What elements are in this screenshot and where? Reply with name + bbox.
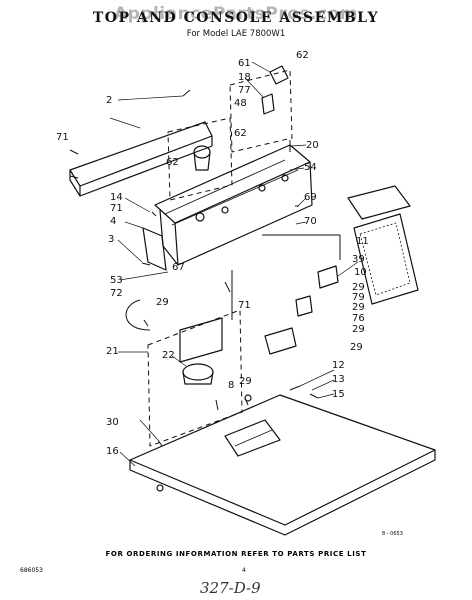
switch-upper xyxy=(317,265,339,289)
callout-label: 29 xyxy=(352,282,365,293)
callout-label: 11 xyxy=(356,236,369,247)
callout-label: 3 xyxy=(108,234,114,245)
callout-label: 62 xyxy=(234,128,247,139)
callout-label: 70 xyxy=(304,216,317,227)
washer-top xyxy=(129,394,436,526)
drawing-code: 8 - 0653 xyxy=(382,531,403,537)
callout-label: 72 xyxy=(110,288,123,299)
callout-label: 21 xyxy=(106,346,119,357)
callout-label: 12 xyxy=(332,360,345,371)
document-number: 686053 xyxy=(20,567,43,574)
callout-label: 13 xyxy=(332,374,345,385)
diagram-title: TOP AND CONSOLE ASSEMBLY xyxy=(92,10,380,26)
callout-label: 18 xyxy=(238,72,251,83)
console-window xyxy=(353,213,419,305)
handwritten-note: 327-D-9 xyxy=(200,579,261,597)
callout-label: 30 xyxy=(106,417,119,428)
callout-label: 22 xyxy=(162,350,175,361)
callout-label: 15 xyxy=(332,389,345,400)
console-cover xyxy=(347,185,411,220)
callout-label: 16 xyxy=(106,446,119,457)
callout-label: 29 xyxy=(156,297,169,308)
watermark: AppliancePartsPros.com xyxy=(113,4,358,24)
page-number: 4 xyxy=(242,567,246,574)
callout-label: 79 xyxy=(352,292,365,303)
callout-label: 29 xyxy=(239,376,252,387)
callout-label: 4 xyxy=(110,216,116,227)
callout-label: 39 xyxy=(352,254,365,265)
callout-label: 71 xyxy=(56,132,69,143)
callout-label: 10 xyxy=(354,267,367,278)
callout-label: 69 xyxy=(304,192,317,203)
callout-label: 29 xyxy=(350,342,363,353)
ordering-footer: FOR ORDERING INFORMATION REFER TO PARTS … xyxy=(105,550,367,558)
callout-label: 71 xyxy=(238,300,251,311)
switch-lower xyxy=(264,327,297,355)
callout-label: 29 xyxy=(352,302,365,313)
callout-label: 53 xyxy=(110,275,123,286)
callout-label: 54 xyxy=(304,162,317,173)
callout-label: 67 xyxy=(172,262,185,273)
callout-label: 20 xyxy=(306,140,319,151)
callout-label: 14 xyxy=(110,192,123,203)
timer-motor xyxy=(179,317,223,363)
switch-middle xyxy=(295,295,313,317)
callout-label: 8 xyxy=(228,380,234,391)
callout-label: 48 xyxy=(234,98,247,109)
callout-label: 76 xyxy=(352,313,365,324)
callout-label: 71 xyxy=(110,203,123,214)
callout-label: 29 xyxy=(352,324,365,335)
model-subtitle: For Model LAE 7800W1 xyxy=(186,29,286,39)
callout-label: 2 xyxy=(106,95,112,106)
callout-label: 61 xyxy=(238,58,251,69)
callout-label: 77 xyxy=(238,85,251,96)
end-cap xyxy=(142,227,167,271)
callout-label: 62 xyxy=(166,157,179,168)
callout-label: 62 xyxy=(296,50,309,61)
